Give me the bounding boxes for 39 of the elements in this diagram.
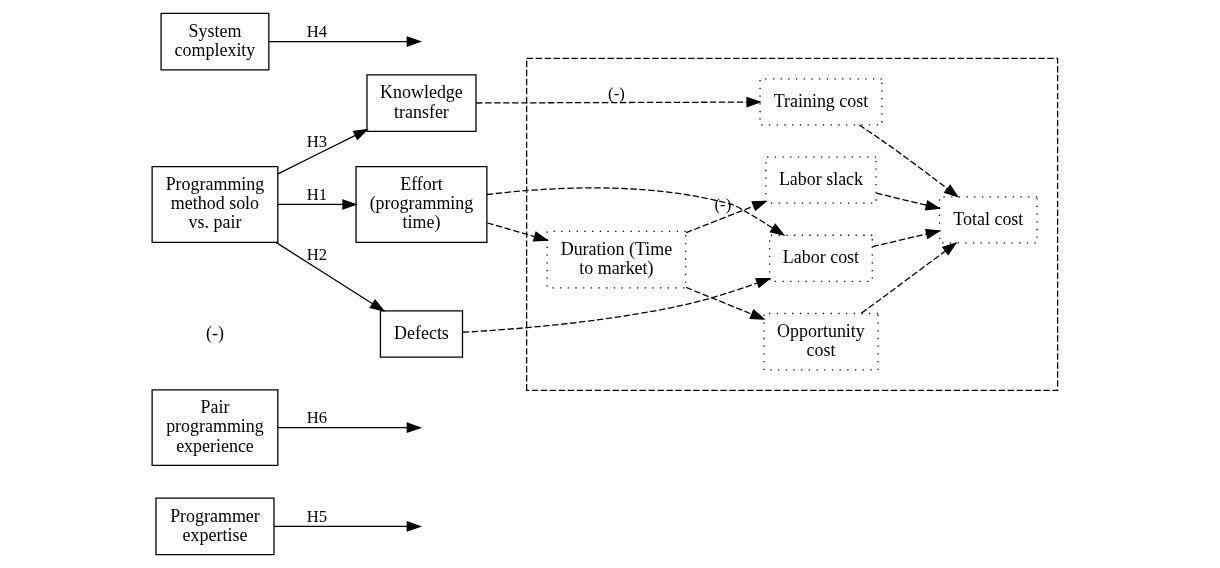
arrow bbox=[875, 192, 941, 211]
arrow bbox=[685, 200, 768, 234]
arrow bbox=[860, 242, 958, 314]
arrow bbox=[277, 422, 423, 434]
node-box: System complexity bbox=[160, 12, 270, 71]
node-box: Total cost bbox=[938, 196, 1038, 244]
arrow bbox=[685, 286, 766, 320]
arrow bbox=[462, 277, 772, 333]
arrow bbox=[486, 187, 786, 237]
arrow bbox=[486, 222, 549, 242]
node-box: Programming method solo vs. pair bbox=[151, 166, 279, 243]
edge-label: H4 bbox=[306, 21, 328, 41]
node-box: Effort (programming time) bbox=[355, 166, 488, 243]
arrow bbox=[273, 521, 423, 532]
arrow bbox=[277, 199, 358, 210]
node-box: Programmer expertise bbox=[155, 497, 275, 556]
node-box: Defects bbox=[379, 310, 464, 358]
arrow bbox=[277, 128, 369, 175]
edge-label: (-) bbox=[608, 83, 625, 103]
edge-label: H2 bbox=[306, 245, 328, 265]
arrow bbox=[858, 124, 960, 198]
node-box: Knowledge transfer bbox=[366, 74, 477, 132]
arrow bbox=[871, 228, 942, 248]
edge-label: H6 bbox=[306, 408, 328, 428]
label: (-) bbox=[206, 322, 224, 343]
edge-label: H5 bbox=[306, 506, 328, 526]
arrow bbox=[475, 96, 762, 108]
node-box: Pair programming experience bbox=[151, 389, 279, 467]
node-box: Training cost bbox=[759, 78, 883, 126]
node-box: Duration (Time to market) bbox=[546, 230, 687, 289]
edge-label: H3 bbox=[306, 132, 328, 152]
node-box: Labor slack bbox=[765, 156, 877, 204]
arrow bbox=[268, 36, 423, 47]
arrow bbox=[275, 242, 386, 312]
node-box: Labor cost bbox=[769, 234, 873, 283]
edge-label: (-) bbox=[714, 195, 732, 215]
edge-label: H1 bbox=[306, 184, 328, 204]
node-box: Opportunity cost bbox=[763, 312, 879, 371]
cluster bbox=[526, 57, 1059, 392]
